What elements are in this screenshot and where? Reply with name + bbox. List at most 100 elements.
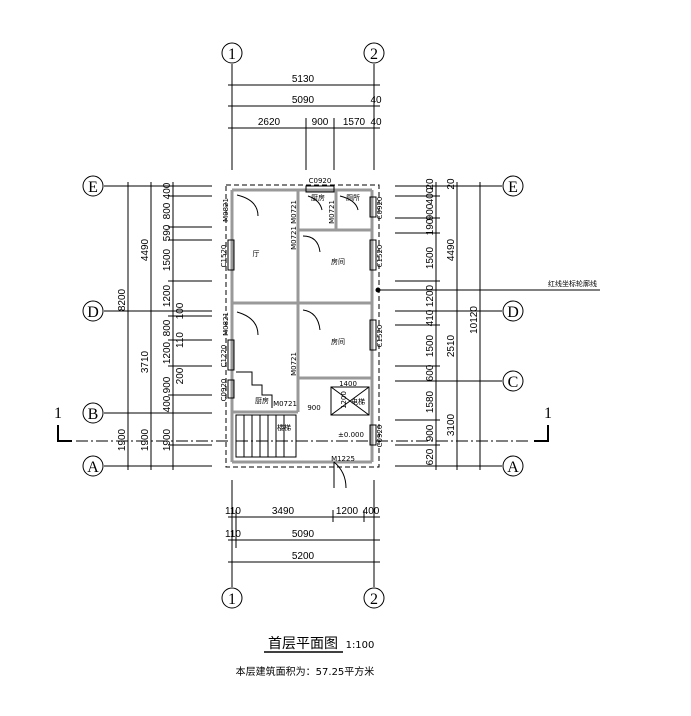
section-label-right: 1 — [544, 405, 552, 422]
dim-bottom-2: 1200 — [336, 506, 359, 517]
dim-top-mid-end: 40 — [370, 95, 382, 106]
dim-left-i5: 1200 — [162, 284, 173, 307]
window-label-c1520-b: C1520 — [376, 245, 384, 268]
dim-right-e-d: 4490 — [446, 238, 457, 261]
room-label-kitchen-top: 厨房 — [311, 193, 325, 202]
dim-bottom-overall: 5200 — [292, 551, 315, 562]
axis-label-D-right: D — [507, 304, 519, 321]
dim-left-i12: 400 — [162, 395, 173, 412]
dim-top-3: 1570 — [343, 117, 366, 128]
dim-top-2: 900 — [312, 117, 329, 128]
gap-900: 900 — [307, 404, 320, 412]
door-label-m0821-b: M0821 — [222, 312, 230, 336]
dim-right-d-c: 2510 — [446, 334, 457, 357]
room-label-kitchen-bottom: 厨房 — [255, 396, 269, 405]
axis-label-A-right: A — [507, 459, 519, 476]
elevator-width: 1400 — [339, 380, 357, 388]
dim-left-i7: 800 — [162, 319, 173, 336]
dim-right-outer: 10120 — [469, 306, 480, 334]
dim-left-e-d: 4490 — [140, 238, 151, 261]
dim-right-i8: 1500 — [425, 334, 436, 357]
axis-label-2-bottom: 2 — [370, 591, 378, 608]
room-label-elevator: 电梯 — [351, 397, 365, 406]
door-label-m0721-a: M0721 — [290, 200, 298, 224]
dim-right-c-a: 3100 — [446, 413, 457, 436]
dim-bottom-mid0: 110 — [225, 529, 241, 540]
axis-bubble-E-right — [502, 175, 524, 197]
window-label-c1220: C1220 — [220, 345, 228, 368]
dim-right-i5: 1500 — [425, 246, 436, 269]
dim-left-i4: 1500 — [162, 248, 173, 271]
dim-right-i3: 900 — [425, 203, 436, 220]
dim-right-i9: 600 — [425, 364, 436, 381]
axis-bubble-D-left — [82, 300, 104, 322]
section-mark-left — [57, 425, 72, 442]
door-label-m0721-e: M0721 — [273, 400, 297, 408]
axis-bubble-D-right — [502, 300, 524, 322]
building-outline — [225, 184, 380, 468]
dim-left-b-a: 1900 — [140, 428, 151, 451]
door-label-m0721-d: M0721 — [290, 352, 298, 376]
dim-right-i11: 900 — [425, 424, 436, 441]
floor-area-note: 本层建筑面积为：57.25平方米 — [236, 665, 375, 678]
axis-bubble-1-bottom — [221, 587, 243, 609]
door-label-m0721-b: M0721 — [328, 200, 336, 224]
dim-bottom-mid: 5090 — [292, 529, 315, 540]
axis-label-E-left: E — [88, 179, 98, 196]
dim-right-i12: 620 — [425, 448, 436, 465]
room-label-room1: 房间 — [331, 257, 345, 266]
drawing-title: 首层平面图 — [268, 636, 338, 652]
section-mark-right — [534, 425, 549, 442]
dim-left-outer: 8200 — [117, 288, 128, 311]
dim-left-i8: 1200 — [162, 341, 173, 364]
dim-bottom-3: 400 — [363, 506, 380, 517]
dim-left-i13: 1900 — [162, 428, 173, 451]
axis-label-A-left: A — [87, 459, 99, 476]
axis-bubble-A-left — [82, 455, 104, 477]
dim-right-i7: 410 — [425, 309, 436, 326]
dim-top-mid: 5090 — [292, 95, 315, 106]
dim-left-i11: 900 — [162, 376, 173, 393]
door-label-m1225: M1225 — [331, 455, 355, 463]
axis-label-E-right: E — [508, 179, 518, 196]
window-label-top: C0920 — [309, 177, 332, 185]
dim-right-i4: 190 — [425, 218, 436, 235]
axis-bubble-C-right — [502, 370, 524, 392]
dim-right-i6: 1200 — [425, 284, 436, 307]
dim-right-i10: 1580 — [425, 390, 436, 413]
drawing-scale: 1:100 — [346, 640, 375, 651]
dim-bottom-0: 110 — [225, 506, 241, 517]
room-label-stair: 楼梯 — [277, 423, 291, 432]
dim-top-1: 2620 — [258, 117, 281, 128]
window-label-c0920-d: C0920 — [376, 425, 384, 448]
dim-left-i1: 400 — [162, 182, 173, 199]
dim-right-i13: 20 — [446, 178, 457, 190]
axis-bubble-1-top — [221, 42, 243, 64]
axis-bubble-E-left — [82, 175, 104, 197]
axis-bubble-A-right — [502, 455, 524, 477]
axis-label-C-right: C — [508, 374, 519, 391]
dim-left-i6: 100 — [175, 302, 186, 319]
axis-label-B-left: B — [88, 406, 99, 423]
dim-bottom-1: 3490 — [272, 506, 295, 517]
dim-left-i2: 800 — [162, 202, 173, 219]
window-label-c1520-c: C1520 — [376, 325, 384, 348]
elevation-label: ±0.000 — [338, 431, 364, 439]
dim-right-i1: 20 — [425, 178, 436, 190]
dim-left-i3: 590 — [162, 224, 173, 241]
axis-bubble-2-top — [363, 42, 385, 64]
room-label-living: 厅 — [253, 250, 260, 258]
window-label-c1520-a: C1520 — [220, 245, 228, 268]
elevator-height: 1200 — [340, 391, 348, 409]
door-label-m0721-c: M0721 — [290, 226, 298, 250]
section-label-left: 1 — [54, 405, 62, 422]
dim-top-overall: 5130 — [292, 74, 315, 85]
axis-label-1-bottom: 1 — [228, 591, 236, 608]
axis-bubble-B-left — [82, 402, 104, 424]
window-label-c0920-c: C0920 — [376, 197, 384, 220]
room-label-room2: 房间 — [331, 337, 345, 346]
axis-label-1-top: 1 — [228, 46, 236, 63]
dim-left-j2: 1900 — [117, 428, 128, 451]
redline-label: 红线坐标轮廓线 — [548, 279, 597, 288]
